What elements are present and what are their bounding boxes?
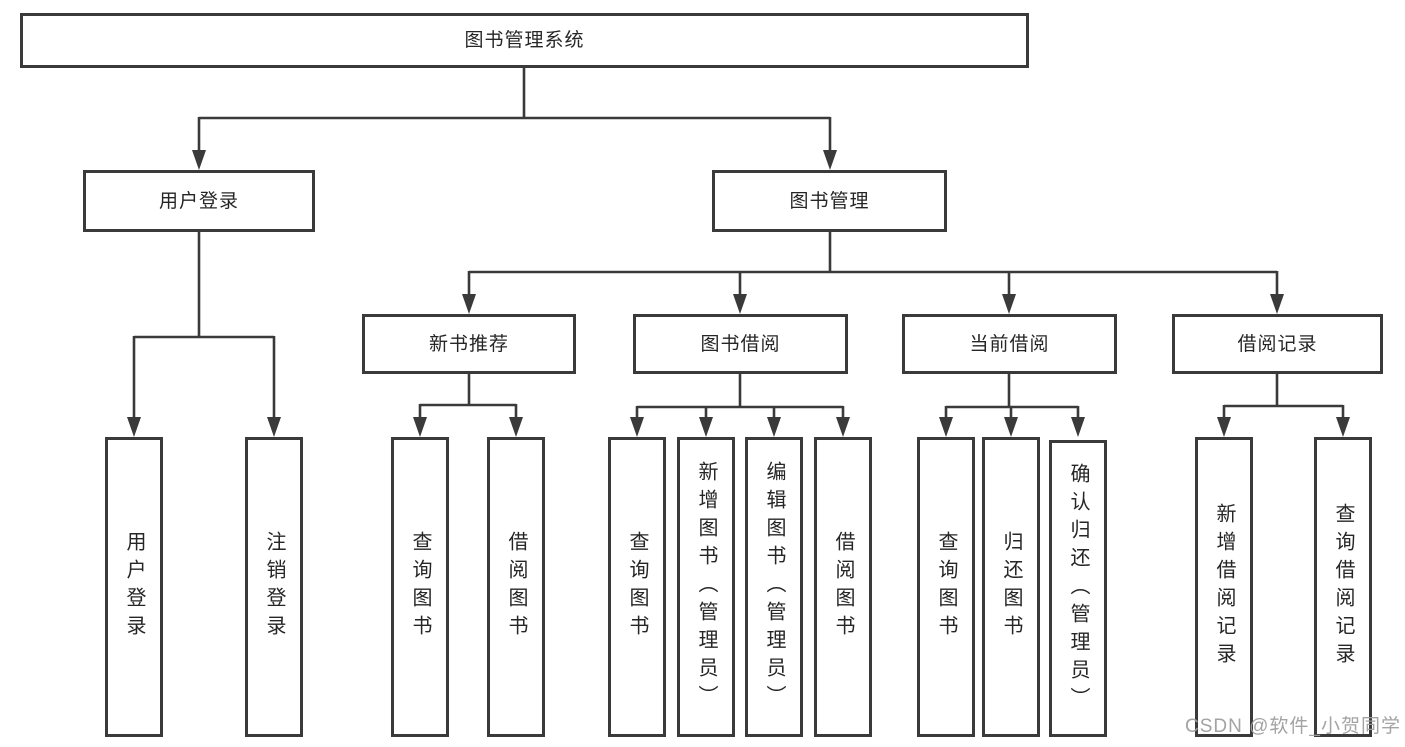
leaf-return-books: 归还图书 [982,437,1040,737]
leaf-search-books-borrowing: 查询图书 [608,437,666,737]
leaf-user-login: 用户登录 [105,437,163,737]
node-current-borrowing: 当前借阅 [902,314,1117,374]
watermark: CSDN @软件_小贺同学 [1185,716,1401,737]
node-label: 借阅图书 [832,531,854,643]
leaf-confirm-return-admin: 确认归还（管理员） [1049,440,1107,737]
leaf-search-books-recommend: 查询图书 [391,437,449,737]
node-label: 图书借阅 [700,333,781,355]
node-label: 编辑图书（管理员） [763,461,785,713]
node-book-borrowing: 图书借阅 [633,314,848,374]
leaf-borrow-books-borrowing: 借阅图书 [814,437,872,737]
node-label: 确认归还（管理员） [1067,462,1089,715]
leaf-search-borrowing-record: 查询借阅记录 [1314,437,1372,737]
leaf-borrow-books-recommend: 借阅图书 [487,437,545,737]
leaf-add-borrowing-record: 新增借阅记录 [1195,437,1253,737]
node-label: 查询图书 [626,531,648,643]
node-new-book-recommendation: 新书推荐 [362,314,576,374]
node-label: 用户登录 [158,190,239,212]
node-label: 注销登录 [263,531,285,643]
node-label: 用户登录 [123,531,145,643]
leaf-add-books-admin: 新增图书（管理员） [677,437,735,737]
node-root-library-management-system: 图书管理系统 [20,13,1029,68]
node-label: 图书管理系统 [464,30,585,51]
node-label: 新书推荐 [428,333,509,355]
node-book-management: 图书管理 [712,170,947,232]
node-label: 图书管理 [789,190,870,212]
node-borrowing-records: 借阅记录 [1172,314,1383,374]
node-label: 借阅记录 [1237,333,1318,355]
leaf-edit-books-admin: 编辑图书（管理员） [745,437,803,737]
node-label: 借阅图书 [505,531,527,643]
node-label: 新增借阅记录 [1213,503,1235,671]
leaf-search-books-current: 查询图书 [917,437,975,737]
node-label: 新增图书（管理员） [695,461,717,713]
node-user-login: 用户登录 [83,170,315,232]
node-label: 查询借阅记录 [1332,503,1354,671]
leaf-logout: 注销登录 [245,437,303,737]
node-label: 当前借阅 [969,333,1050,355]
node-label: 查询图书 [935,531,957,643]
arrowhead-icons [127,150,1350,437]
node-label: 查询图书 [409,531,431,643]
node-label: 归还图书 [1000,531,1022,643]
